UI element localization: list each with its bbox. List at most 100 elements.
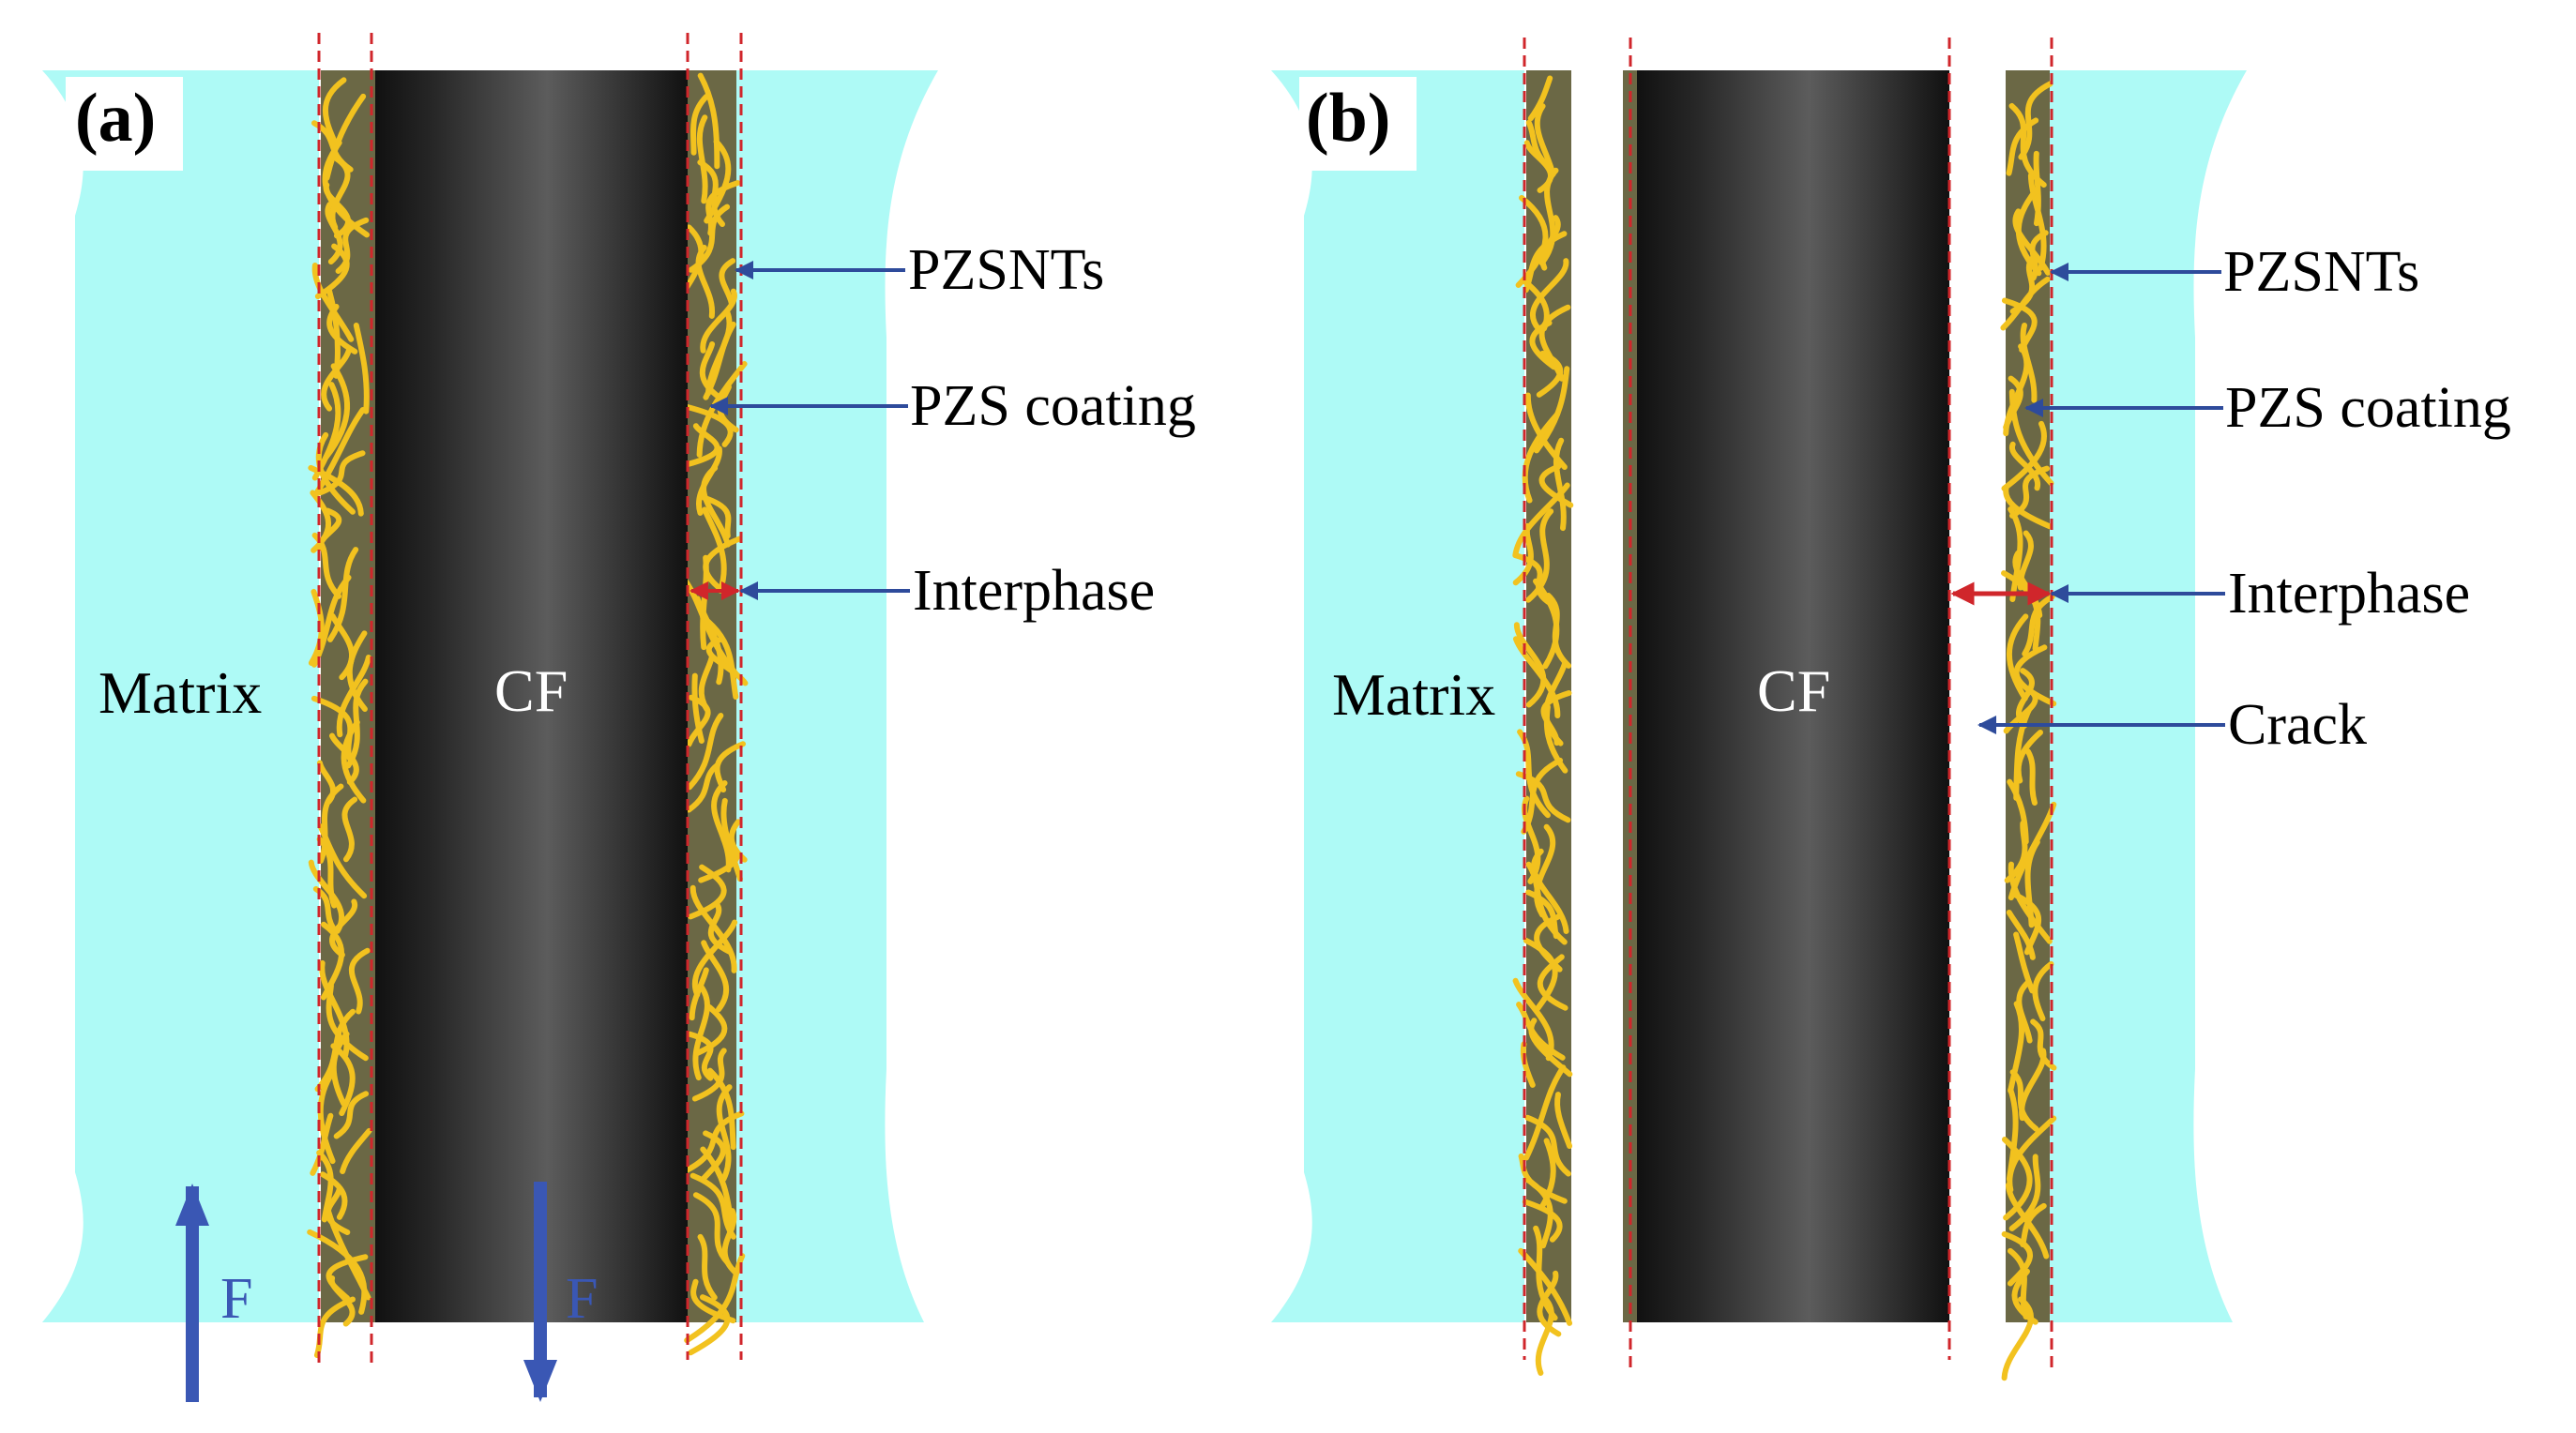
nanotube xyxy=(1523,937,1558,1012)
nanotube xyxy=(326,547,359,642)
nanotube xyxy=(701,940,730,1013)
nanotube xyxy=(2011,1268,2038,1325)
nanotube xyxy=(682,403,734,447)
nanotube xyxy=(330,1031,350,1107)
nanotube xyxy=(691,672,705,744)
nanotube xyxy=(716,1084,733,1183)
panel-a: (a) Matrix CF PZSNTs PZS coating Interph… xyxy=(42,33,1196,1402)
nanotube xyxy=(307,1229,368,1315)
nanotube xyxy=(320,1171,348,1220)
nanotube xyxy=(1543,703,1568,774)
nanotube xyxy=(721,1208,738,1275)
nanotube xyxy=(2008,1001,2025,1094)
nanotube xyxy=(1545,593,1572,669)
nanotube xyxy=(310,1112,334,1176)
nanotube xyxy=(2018,81,2053,160)
nanotube xyxy=(311,262,355,342)
nanotube xyxy=(691,1048,727,1102)
nanotube xyxy=(700,554,709,651)
crack-callout-label-b: Crack xyxy=(2228,693,2367,757)
nanotube xyxy=(697,72,720,170)
nanotube xyxy=(2008,1154,2041,1231)
nanotube xyxy=(1524,1114,1571,1177)
nanotube xyxy=(2029,230,2049,281)
fiber-label-a: CF xyxy=(494,657,568,724)
nanotube xyxy=(2007,1115,2057,1193)
nanotube xyxy=(328,1275,356,1327)
nanotube xyxy=(2007,613,2029,701)
nanotube xyxy=(1525,889,1559,940)
nanotube xyxy=(1512,482,1570,559)
nanotube xyxy=(317,783,344,865)
nanotube xyxy=(329,156,351,231)
nanotube xyxy=(700,494,732,539)
matrix-label-b: Matrix xyxy=(1332,661,1495,728)
force-arrow-down-head xyxy=(523,1360,557,1402)
nanotube xyxy=(690,1278,736,1324)
force-arrow-up-head xyxy=(175,1184,209,1226)
nanotube xyxy=(692,1192,731,1266)
nanotube xyxy=(1522,1199,1563,1243)
matrix-region-right-a xyxy=(736,70,938,1322)
nanotube xyxy=(706,1067,736,1151)
nanotube xyxy=(2005,1182,2050,1260)
nanotube xyxy=(700,288,737,354)
nanotube xyxy=(317,1068,336,1165)
nanotube xyxy=(333,1091,370,1139)
nanotube xyxy=(1529,320,1557,370)
nanotube xyxy=(1554,1092,1573,1150)
nanotube xyxy=(2027,173,2047,271)
pzs-coating-callout-label-a: PZS coating xyxy=(910,374,1196,438)
nanotube xyxy=(325,202,343,265)
nanotube xyxy=(1537,954,1568,1011)
nanotube xyxy=(2013,644,2057,707)
nanotube xyxy=(1523,1064,1567,1161)
nanotube xyxy=(699,1130,726,1183)
nanotube xyxy=(2013,706,2033,801)
nanotube xyxy=(689,967,709,1021)
nanotube xyxy=(313,1296,356,1359)
nanotube xyxy=(1512,636,1561,719)
nanotube xyxy=(2001,420,2048,491)
nanotube xyxy=(321,348,352,412)
nanotube xyxy=(353,322,370,415)
panel-label-a: (a) xyxy=(75,80,156,157)
nanotube xyxy=(348,947,371,1015)
carbon-fiber-b xyxy=(1637,70,1949,1322)
nanotube xyxy=(2003,486,2053,530)
pzsnts-left-b xyxy=(1512,75,1574,1376)
nanotube xyxy=(330,1043,356,1116)
pzsnts-left-a xyxy=(307,77,372,1359)
nanotube xyxy=(2001,1230,2033,1287)
nanotube xyxy=(719,258,736,307)
pzsnts-right-a xyxy=(682,72,749,1356)
nanotube xyxy=(700,614,739,701)
nanotube xyxy=(329,898,358,958)
nanotube xyxy=(2007,1247,2029,1320)
nanotube xyxy=(692,984,710,1081)
pzsnts-right-b xyxy=(2000,81,2057,1381)
nanotube xyxy=(687,713,724,791)
nanotube xyxy=(2024,748,2038,807)
nanotube xyxy=(2006,117,2039,176)
nanotube xyxy=(1518,1247,1573,1326)
nanotube xyxy=(701,465,731,548)
pzsnts-callout-label-b: PZSNTs xyxy=(2223,240,2419,304)
interphase-callout-label-b: Interphase xyxy=(2228,562,2470,626)
nanotube xyxy=(2013,931,2036,994)
matrix-region-right-b xyxy=(2050,70,2247,1322)
force-label-up: F xyxy=(220,1267,252,1331)
nanotube xyxy=(317,823,368,899)
interphase-callout-label-a: Interphase xyxy=(913,559,1155,623)
pzsnts-callout-label-a: PZSNTs xyxy=(908,238,1104,302)
nanotube xyxy=(1522,411,1561,504)
nanotube xyxy=(1538,463,1574,508)
panel-label-b: (b) xyxy=(1306,80,1390,157)
nanotube xyxy=(686,762,720,813)
nanotube xyxy=(314,243,350,300)
nanotube xyxy=(696,114,708,204)
nanotube xyxy=(2006,910,2036,960)
force-label-down: F xyxy=(566,1267,598,1331)
nanotube xyxy=(316,450,366,496)
nanotube xyxy=(684,1253,746,1344)
